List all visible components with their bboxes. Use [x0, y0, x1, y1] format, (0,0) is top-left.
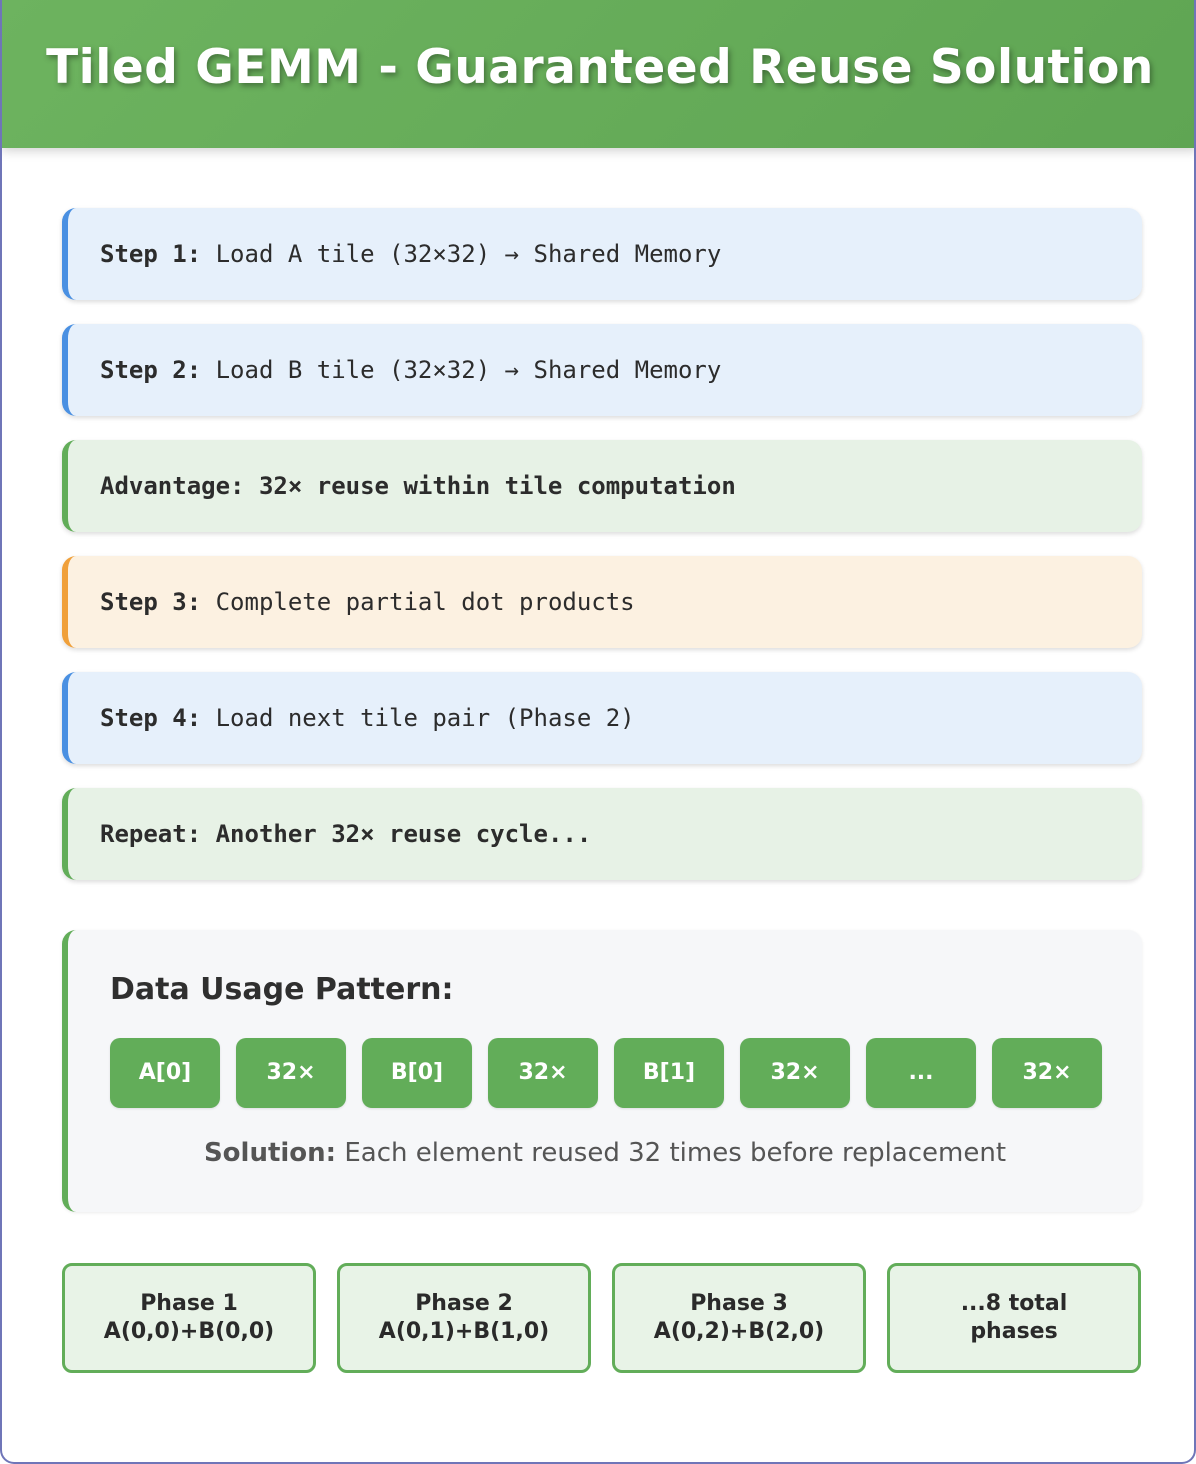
step-3-box: Step 3: Complete partial dot products	[62, 556, 1142, 648]
advantage-label: Advantage:	[100, 472, 245, 500]
chip-ellipsis: ...	[866, 1038, 976, 1108]
step-1-box: Step 1: Load A tile (32×32) → Shared Mem…	[62, 208, 1142, 300]
phase-total-line2: phases	[970, 1319, 1058, 1344]
phase-1-title: Phase 1	[140, 1291, 238, 1316]
header-banner: Tiled GEMM - Guaranteed Reuse Solution	[2, 0, 1194, 148]
page-title: Tiled GEMM - Guaranteed Reuse Solution	[46, 40, 1154, 95]
repeat-text: Another 32× reuse cycle...	[201, 820, 592, 848]
phase-1-tiles: A(0,0)+B(0,0)	[103, 1319, 275, 1344]
phase-3-title: Phase 3	[690, 1291, 788, 1316]
chip-b1: B[1]	[614, 1038, 724, 1108]
solution-description: Each element reused 32 times before repl…	[336, 1138, 1007, 1168]
advantage-box: Advantage: 32× reuse within tile computa…	[62, 440, 1142, 532]
step-2-label: Step 2:	[100, 356, 202, 384]
step-1-label: Step 1:	[100, 240, 202, 268]
phase-total-card: ...8 total phases	[887, 1263, 1141, 1373]
chip-reuse: 32×	[992, 1038, 1102, 1108]
chip-reuse: 32×	[236, 1038, 346, 1108]
step-3-label: Step 3:	[100, 588, 202, 616]
chip-a0: A[0]	[110, 1038, 220, 1108]
chip-reuse: 32×	[488, 1038, 598, 1108]
solution-label: Solution:	[203, 1138, 337, 1168]
step-3-text: Complete partial dot products	[201, 588, 635, 616]
step-4-text: Load next tile pair (Phase 2)	[201, 704, 635, 732]
phase-3-card: Phase 3 A(0,2)+B(2,0)	[612, 1263, 866, 1373]
step-2-box: Step 2: Load B tile (32×32) → Shared Mem…	[62, 324, 1142, 416]
repeat-label: Repeat:	[100, 820, 202, 848]
phase-2-tiles: A(0,1)+B(1,0)	[378, 1319, 550, 1344]
chip-reuse: 32×	[740, 1038, 850, 1108]
advantage-text: 32× reuse within tile computation	[244, 472, 736, 500]
solution-text: Solution: Each element reused 32 times b…	[68, 1138, 1142, 1168]
phase-2-title: Phase 2	[415, 1291, 513, 1316]
step-2-text: Load B tile (32×32) → Shared Memory	[201, 356, 722, 384]
step-4-box: Step 4: Load next tile pair (Phase 2)	[62, 672, 1142, 764]
step-4-label: Step 4:	[100, 704, 202, 732]
repeat-box: Repeat: Another 32× reuse cycle...	[62, 788, 1142, 880]
phase-total-line1: ...8 total	[960, 1291, 1068, 1316]
pattern-title: Data Usage Pattern:	[110, 972, 454, 1007]
data-usage-pattern-panel: Data Usage Pattern: A[0] 32× B[0] 32× B[…	[62, 930, 1142, 1212]
step-1-text: Load A tile (32×32) → Shared Memory	[201, 240, 722, 268]
chip-b0: B[0]	[362, 1038, 472, 1108]
phase-2-card: Phase 2 A(0,1)+B(1,0)	[337, 1263, 591, 1373]
phase-1-card: Phase 1 A(0,0)+B(0,0)	[62, 1263, 316, 1373]
phase-3-tiles: A(0,2)+B(2,0)	[653, 1319, 825, 1344]
